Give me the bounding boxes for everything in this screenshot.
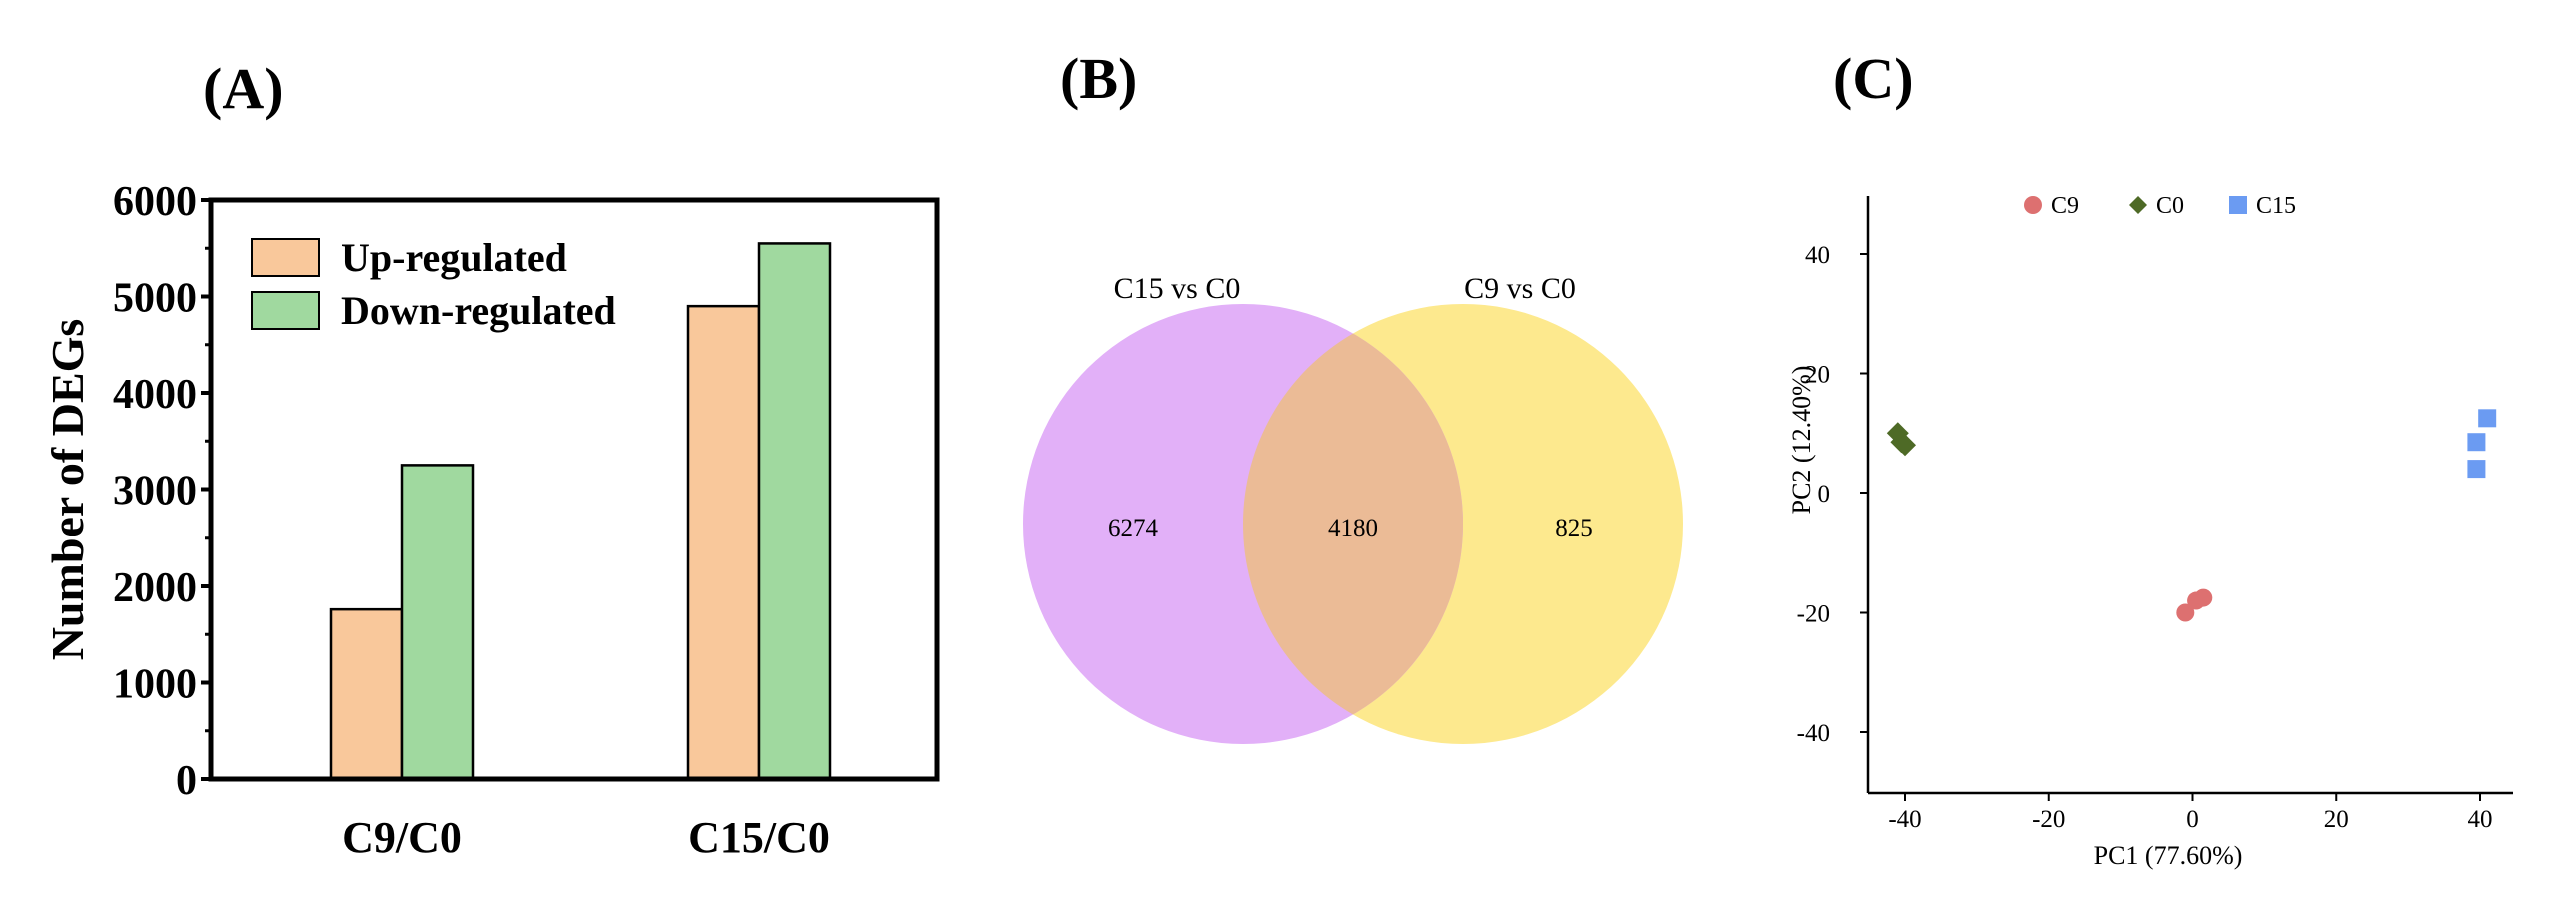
x-axis-label: PC1 (77.60%) <box>2094 841 2243 870</box>
legend-label-up-regulated: Up-regulated <box>341 235 567 280</box>
x-tick-label: 0 <box>2186 806 2199 833</box>
point-c0 <box>1894 434 1916 457</box>
y-tick-label: 2000 <box>113 565 197 611</box>
legend-marker-c15 <box>2229 196 2247 214</box>
y-tick-label: -20 <box>1797 601 1830 628</box>
panel-label-b: (B) <box>1060 46 1137 111</box>
legend-label-c9: C9 <box>2051 193 2079 219</box>
bar-up-regulated-c9-c0 <box>329 607 404 781</box>
y-axis-label: Number of DEGs <box>42 319 93 661</box>
x-tick-label: 40 <box>2468 806 2493 833</box>
y-tick-label: 40 <box>1805 242 1830 269</box>
y-tick-label: 5000 <box>113 276 197 322</box>
bar-up-regulated-c15-c0 <box>686 304 761 781</box>
legend-label-c0: C0 <box>2156 193 2184 219</box>
bar-chart: C9/C0 C15/C0 0 1000 2000 3000 4000 5000 6000Numb… <box>42 179 940 862</box>
y-tick-label: 6000 <box>113 179 197 225</box>
legend-marker-c9 <box>2024 196 2042 214</box>
bar-down-regulated-c15-c0 <box>757 242 832 781</box>
legend-marker-c0 <box>2129 196 2147 214</box>
point-c15 <box>2467 433 2486 452</box>
panel-label-a: (A) <box>203 56 284 121</box>
x-tick-label: C9/C0 <box>342 813 462 862</box>
x-tick-label: -40 <box>1888 806 1921 833</box>
venn-set-label-c15: C15 vs C0 <box>1114 272 1241 305</box>
y-tick-label: 3000 <box>113 469 197 515</box>
y-tick-label: 20 <box>1805 362 1830 389</box>
bar-down-regulated-c9-c0 <box>400 464 475 781</box>
point-c15 <box>2478 409 2497 428</box>
venn-intersection <box>1243 333 1463 715</box>
x-tick-label: C15/C0 <box>688 813 830 862</box>
venn-count-c15-only: 6274 <box>1108 515 1159 542</box>
point-c9 <box>2194 588 2213 607</box>
y-tick-label: -40 <box>1797 720 1830 747</box>
legend-swatch-down-regulated <box>251 291 320 330</box>
point-c9 <box>2176 603 2195 622</box>
legend-label-c15: C15 <box>2256 193 2296 219</box>
venn-set-label-c9: C9 vs C0 <box>1464 272 1576 305</box>
panel-label-c: (C) <box>1833 46 1914 111</box>
y-tick-label: 0 <box>176 758 197 804</box>
y-tick-label: 1000 <box>113 662 197 708</box>
legend-swatch-up-regulated <box>251 238 320 277</box>
y-tick-label: 0 <box>1818 481 1831 508</box>
venn-count-intersection: 4180 <box>1328 515 1378 542</box>
point-c15 <box>2467 460 2486 479</box>
y-axis-label: PC2 (12.40%) <box>1787 366 1816 515</box>
x-tick-label: -20 <box>2032 806 2065 833</box>
legend-label-down-regulated: Down-regulated <box>341 288 616 333</box>
venn-diagram: C15 vs C0 C9 vs C0 6274 4180 825 <box>1023 272 1683 744</box>
x-tick-label: 20 <box>2324 806 2349 833</box>
y-tick-label: 4000 <box>113 372 197 418</box>
venn-count-c9-only: 825 <box>1555 515 1593 542</box>
